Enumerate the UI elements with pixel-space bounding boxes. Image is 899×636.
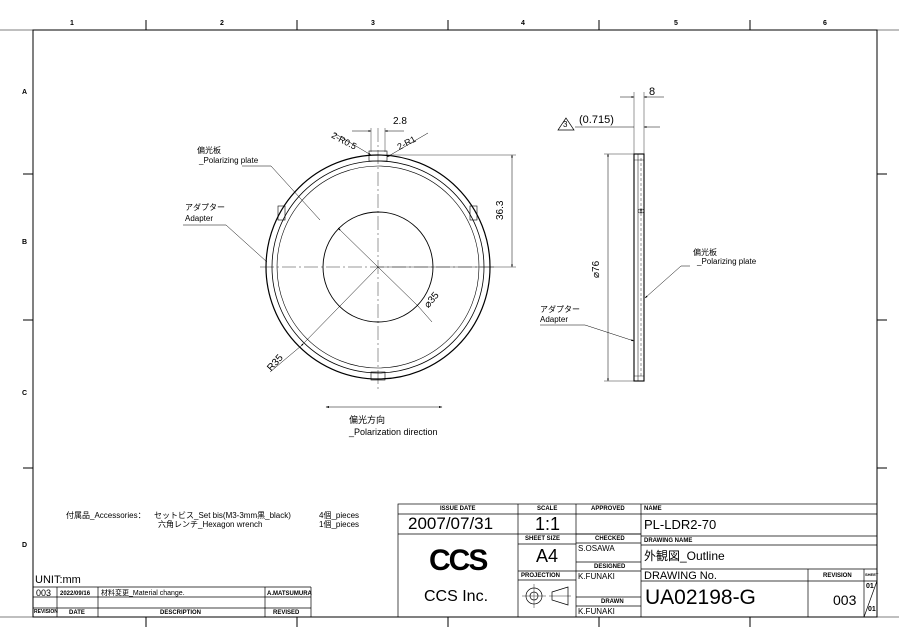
front-adapter-label-en: Adapter	[185, 214, 214, 223]
header-revision-title: REVISION	[823, 573, 852, 579]
revision-table	[33, 586, 312, 617]
sheet-total: 01	[868, 606, 876, 613]
revised-by: A.MATSUMURA	[267, 591, 312, 597]
row-label-d: D	[22, 542, 28, 549]
header-name: NAME	[644, 506, 662, 512]
polarization-direction-jp: 偏光方向	[349, 415, 386, 425]
column-label-1: 1	[70, 20, 74, 27]
accessories-label: 付属品_Accessories：	[66, 511, 146, 520]
drawing-name: 外観図_Outline	[644, 549, 725, 563]
accessory-item-2: 六角レンチ_Hexagon wrench	[158, 520, 263, 529]
accessory-qty-2: 1個_pieces	[319, 520, 360, 529]
scale-value: 1:1	[535, 514, 561, 534]
column-label-4: 4	[521, 20, 525, 27]
dim-2-8: 2.8	[393, 116, 407, 127]
header-scale: SCALE	[537, 506, 558, 512]
header-designed: DESIGNED	[594, 564, 626, 570]
column-label-6: 6	[823, 20, 827, 27]
front-polarizer-label-jp: 偏光板	[197, 146, 221, 155]
title-block	[397, 503, 878, 618]
sheet-number: 01	[866, 583, 874, 590]
header-sheet-size: SHEET SIZE	[525, 536, 561, 542]
column-label-2: 2	[220, 20, 224, 27]
revision-triangle-mark: 3	[563, 120, 568, 129]
header-date: DATE	[69, 610, 85, 616]
front-adapter-label-jp: アダプター	[185, 203, 225, 212]
designed-by: K.FUNAKI	[578, 572, 615, 581]
header-checked: CHECKED	[595, 536, 625, 542]
drawn-by: K.FUNAKI	[578, 607, 615, 616]
issue-date: 2007/07/31	[408, 514, 494, 533]
polarization-direction-en: _Polarization direction	[349, 427, 438, 437]
side-view	[540, 92, 690, 382]
dim-d76: ⌀76	[591, 260, 602, 278]
revision-date: 2022/09/16	[60, 591, 91, 597]
dim-8: 8	[649, 86, 656, 98]
checked-by: S.OSAWA	[578, 544, 615, 553]
header-drawn: DRAWN	[601, 599, 624, 605]
header-drawing-no: DRAWING No.	[644, 570, 717, 582]
company-name: CCS Inc.	[424, 588, 489, 605]
dim-0-715: (0.715)	[579, 114, 614, 126]
revision-description: 材料変更_Material change.	[101, 590, 185, 597]
front-view	[183, 128, 516, 409]
header-drawing-name: DRAWING NAME	[644, 538, 693, 544]
header-approved: APPROVED	[591, 506, 625, 512]
accessory-qty-1: 4個_pieces	[319, 511, 360, 520]
unit-label: UNIT:mm	[35, 574, 81, 586]
side-adapter-label-jp: アダプター	[540, 305, 580, 314]
drawing-number: UA02198-G	[645, 586, 756, 609]
side-adapter-label-en: Adapter	[540, 315, 569, 324]
header-sheet: SHEET	[865, 572, 879, 577]
front-polarizer-label-en: _Polarizing plate	[199, 156, 259, 165]
header-revised: REVISED	[273, 610, 300, 616]
header-description: DESCRIPTION	[160, 610, 202, 616]
row-label-b: B	[22, 239, 28, 246]
revision-number: 003	[36, 588, 52, 598]
accessory-item-1: セットビス_Set bis(M3-3mm黒_black)	[154, 511, 291, 520]
side-polarizer-label-jp: 偏光板	[693, 248, 717, 257]
column-label-3: 3	[371, 20, 375, 27]
product-name: PL-LDR2-70	[644, 517, 717, 532]
dim-36-3: 36.3	[495, 200, 506, 220]
company-logo: CCS	[429, 544, 488, 577]
column-label-5: 5	[674, 20, 678, 27]
header-issue-date: ISSUE DATE	[440, 506, 476, 512]
header-revision: REVISION	[34, 609, 58, 615]
row-label-a: A	[22, 89, 28, 96]
row-label-c: C	[22, 390, 28, 397]
side-polarizer-label-en: _Polarizing plate	[697, 257, 757, 266]
sheet-size: A4	[536, 546, 559, 566]
header-projection: PROJECTION	[521, 573, 561, 579]
revision-value: 003	[833, 592, 857, 608]
